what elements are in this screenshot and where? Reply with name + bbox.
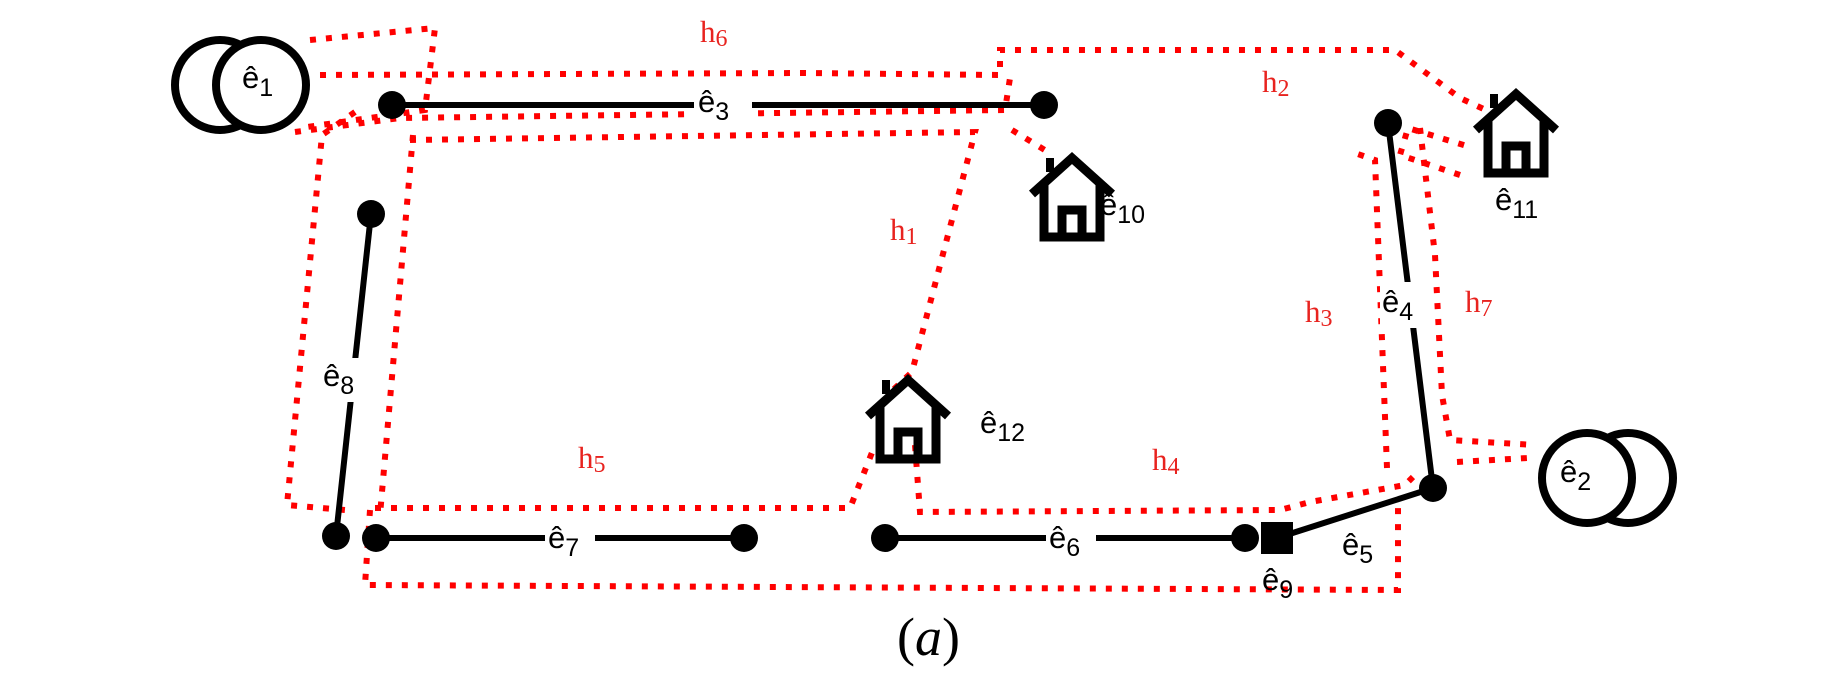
hyperedge-h2-outline bbox=[319, 47, 1492, 115]
node-dot bbox=[362, 524, 390, 552]
entity-label-e12: ê12 bbox=[980, 405, 1025, 447]
node-dot bbox=[871, 524, 899, 552]
entity-label-e3: ê3 bbox=[698, 84, 729, 126]
house-icon-e10 bbox=[1028, 151, 1116, 242]
entity-label-e9: ê9 bbox=[1262, 562, 1293, 604]
hyperedge-label-h1: h1 bbox=[890, 212, 918, 250]
node-dot bbox=[1231, 524, 1259, 552]
house-icon-e12 bbox=[864, 373, 952, 464]
person-icon-e2 bbox=[1538, 429, 1677, 527]
hyperedge-h6-outline-lower bbox=[294, 77, 1013, 135]
hyperedge-label-h2: h2 bbox=[1262, 64, 1290, 102]
hyperedge-h1-outline-upper bbox=[1010, 127, 1050, 155]
hyperedge-h7-outline-lower bbox=[1456, 455, 1529, 465]
entity-label-e1: ê1 bbox=[242, 60, 273, 102]
person-icon-e1 bbox=[171, 36, 310, 134]
hyperedge-h8-side-outline bbox=[283, 109, 357, 513]
node-dot bbox=[357, 200, 385, 228]
node-dot bbox=[378, 91, 406, 119]
hyperedge-h6-outline bbox=[299, 24, 439, 131]
square-node-e9 bbox=[1261, 522, 1293, 554]
hyperedge-h2-outline-lower bbox=[1396, 124, 1471, 178]
entity-label-e11: ê11 bbox=[1495, 182, 1538, 224]
hyperedge-h1-outline bbox=[409, 128, 979, 393]
hyperedge-h3-outline bbox=[1351, 149, 1390, 469]
node-dot bbox=[1419, 474, 1447, 502]
entity-label-e7: ê7 bbox=[548, 520, 579, 562]
graph-edges bbox=[333, 102, 1436, 541]
hyperedge-label-h4: h4 bbox=[1152, 442, 1180, 480]
hyperedge-h7-outline bbox=[1417, 127, 1536, 448]
entity-label-e8: ê8 bbox=[323, 358, 354, 400]
node-dot bbox=[322, 522, 350, 550]
node-dot bbox=[1374, 109, 1402, 137]
hyperedges bbox=[283, 24, 1536, 594]
edge-e5-line bbox=[1274, 485, 1436, 541]
entity-label-e6: ê6 bbox=[1049, 520, 1080, 562]
node-dot bbox=[1030, 91, 1058, 119]
entity-labels: ê1 ê2 ê3 ê4 ê5 ê6 ê7 ê8 ê9 ê10 bbox=[242, 60, 1591, 604]
entity-label-e5: ê5 bbox=[1342, 527, 1373, 569]
hyperedge-label-h5: h5 bbox=[578, 440, 606, 478]
graph-nodes bbox=[322, 91, 1447, 554]
hyperedge-label-h7: h7 bbox=[1465, 284, 1493, 322]
entity-label-e2: ê2 bbox=[1560, 454, 1591, 496]
hyperedge-label-h6: h6 bbox=[700, 14, 728, 52]
entity-label-e10: ê10 bbox=[1100, 187, 1145, 229]
house-icon-e11 bbox=[1472, 87, 1560, 178]
hyperedge-h8-side-inner bbox=[377, 134, 416, 516]
entity-label-e4: ê4 bbox=[1382, 284, 1413, 326]
hyperedge-label-h3: h3 bbox=[1305, 294, 1333, 332]
hyperedge-labels: h6 h2 h1 h3 h7 h4 h5 bbox=[578, 14, 1493, 480]
figure-caption: (a) bbox=[897, 607, 960, 667]
hyperedge-h5-outline bbox=[375, 443, 878, 511]
node-dot bbox=[730, 524, 758, 552]
